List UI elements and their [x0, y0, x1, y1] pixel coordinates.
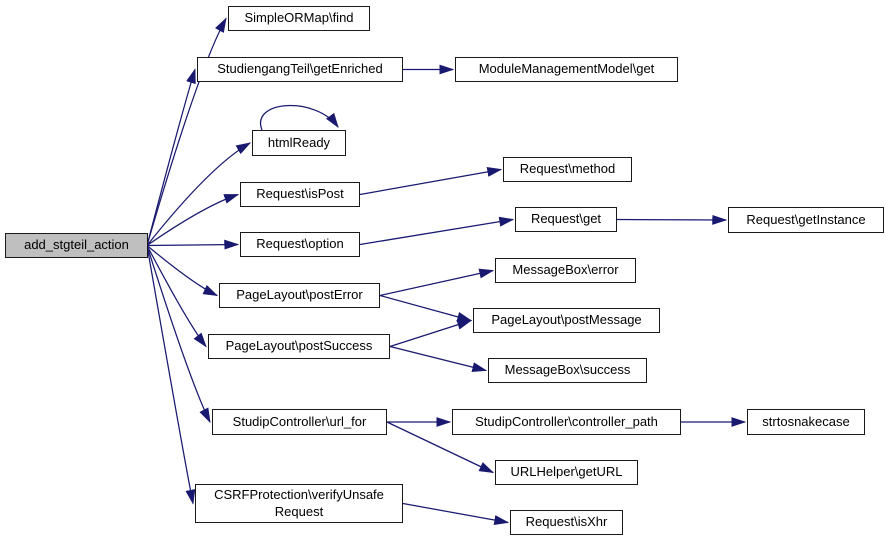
edge-root-find — [146, 17, 227, 246]
graph-node-getInstance[interactable]: Request\getInstance — [728, 207, 884, 233]
graph-node-mbSuccess[interactable]: MessageBox\success — [488, 358, 647, 383]
edge-isPost-method — [359, 166, 503, 196]
edge-postSuccess-mbSuccess — [389, 345, 488, 373]
edge-root-postError — [146, 245, 219, 297]
graph-node-postMessage[interactable]: PageLayout\postMessage — [473, 308, 660, 333]
graph-node-urlFor[interactable]: StudipController\url_for — [212, 409, 387, 435]
graph-node-isPost[interactable]: Request\isPost — [240, 182, 360, 207]
graph-node-postSuccess[interactable]: PageLayout\postSuccess — [208, 334, 390, 359]
graph-node-option[interactable]: Request\option — [240, 232, 360, 257]
edge-root-htmlReady — [146, 142, 252, 246]
graph-node-strtosnakecase[interactable]: strtosnakecase — [747, 409, 865, 435]
graph-node-getURL[interactable]: URLHelper\getURL — [495, 460, 638, 485]
edge-root-option — [146, 239, 240, 250]
edge-postError-postMessage — [379, 294, 473, 322]
edge-postSuccess-postMessage — [389, 319, 473, 348]
edge-csrf-isXhr — [402, 502, 510, 525]
edge-root-getEnriched — [146, 68, 196, 246]
edge-get-getInstance — [616, 214, 728, 225]
graph-node-find[interactable]: SimpleORMap\find — [228, 6, 370, 31]
graph-node-csrf[interactable]: CSRFProtection\verifyUnsafe Request — [195, 484, 403, 523]
edge-urlFor-getURL — [386, 421, 495, 474]
graph-node-mbError[interactable]: MessageBox\error — [495, 258, 636, 283]
graph-node-mmGet[interactable]: ModuleManagementModel\get — [455, 57, 678, 82]
edge-option-get — [359, 216, 515, 246]
graph-node-root: add_stgteil_action — [5, 233, 148, 258]
graph-node-get[interactable]: Request\get — [515, 207, 617, 232]
edge-root-urlFor — [146, 245, 211, 424]
edge-root-postSuccess — [146, 245, 207, 348]
edge-postError-mbError — [379, 268, 495, 297]
graph-node-postError[interactable]: PageLayout\postError — [219, 283, 380, 308]
graph-node-getEnriched[interactable]: StudiengangTeil\getEnriched — [197, 57, 403, 82]
graph-node-controllerPath[interactable]: StudipController\controller_path — [452, 409, 681, 435]
edge-root-csrf — [146, 245, 196, 505]
edge-htmlReady-htmlReady — [259, 105, 339, 131]
edge-root-isPost — [146, 193, 240, 247]
graph-node-isXhr[interactable]: Request\isXhr — [510, 510, 623, 535]
graph-node-method[interactable]: Request\method — [503, 157, 632, 182]
graph-node-htmlReady[interactable]: htmlReady — [252, 130, 346, 156]
